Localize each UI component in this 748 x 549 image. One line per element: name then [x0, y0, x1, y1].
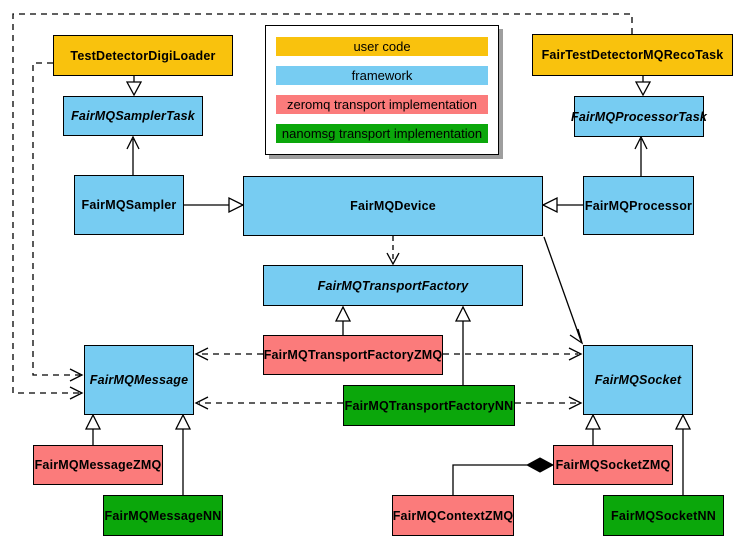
node-fairmqcontextzmq: FairMQContextZMQ	[392, 495, 514, 536]
node-fairmqsocketzmq: FairMQSocketZMQ	[553, 445, 673, 485]
node-label: FairMQSocketNN	[611, 508, 716, 523]
node-label: FairMQTransportFactoryNN	[344, 398, 514, 413]
legend-label: nanomsg transport implementation	[281, 126, 483, 141]
node-label: FairMQSamplerTask	[71, 109, 195, 123]
edge-inheritance-digiloader-samplertask	[125, 76, 143, 97]
legend-label: framework	[351, 68, 413, 83]
edge-association-sampler-samplertask	[126, 135, 140, 175]
node-label: FairMQTransportFactoryZMQ	[263, 348, 443, 362]
edge-dependency-device-transportfactory	[386, 236, 400, 266]
edge-dependency-transportfactorynn-socket	[515, 396, 583, 410]
edge-inheritance-messagezmq-message	[84, 413, 102, 445]
edge-composition-contextzmq-socketzmq	[452, 457, 555, 495]
legend: user code framework zeromq transport imp…	[265, 25, 499, 155]
edge-inheritance-messagenn-message	[174, 413, 192, 495]
node-fairmqsampler: FairMQSampler	[74, 175, 184, 235]
node-label: FairMQMessage	[89, 373, 189, 387]
edge-dependency-recotask-message	[12, 13, 633, 400]
node-testdetectordigiloader: TestDetectorDigiLoader	[53, 35, 233, 76]
edge-dependency-transportfactoryzmq-socket	[443, 347, 583, 361]
node-label: FairMQDevice	[350, 199, 436, 213]
legend-item-zeromq: zeromq transport implementation	[276, 95, 488, 114]
node-fairmqtransportfactoryzmq: FairMQTransportFactoryZMQ	[263, 335, 443, 375]
node-fairmqprocessortask: FairMQProcessorTask	[570, 96, 708, 137]
node-label: FairMQSocketZMQ	[555, 458, 671, 472]
legend-item-framework: framework	[276, 66, 488, 85]
node-label: FairMQProcessor	[584, 198, 693, 213]
node-label: TestDetectorDigiLoader	[70, 48, 216, 63]
node-fairmqsocketnn: FairMQSocketNN	[603, 495, 724, 536]
node-fairmqmessage: FairMQMessage	[84, 345, 194, 415]
edge-dependency-transportfactoryzmq-message	[194, 347, 263, 361]
legend-item-user-code: user code	[276, 37, 488, 56]
node-label: FairMQSampler	[81, 198, 177, 212]
node-label: FairMQMessageZMQ	[34, 458, 162, 472]
edge-dependency-digiloader-message	[32, 62, 84, 382]
node-fairmqsamplertask: FairMQSamplerTask	[63, 96, 203, 136]
node-fairtestdetectormqrecotask: FairTestDetectorMQRecoTask	[532, 34, 733, 76]
edge-inheritance-socketzmq-socket	[584, 413, 602, 445]
edge-inheritance-transportfactoryzmq-transportfactory	[334, 305, 352, 335]
legend-item-nanomsg: nanomsg transport implementation	[276, 124, 488, 143]
node-fairmqmessagezmq: FairMQMessageZMQ	[33, 445, 163, 485]
legend-label: user code	[353, 39, 411, 54]
legend-label: zeromq transport implementation	[286, 97, 478, 112]
node-fairmqprocessor: FairMQProcessor	[583, 176, 694, 235]
edge-inheritance-recotask-processortask	[634, 76, 652, 97]
edge-dependency-transportfactorynn-message	[194, 396, 343, 410]
node-label: FairTestDetectorMQRecoTask	[541, 48, 724, 62]
node-label: FairMQProcessorTask	[570, 109, 708, 124]
edge-association-device-socket	[543, 236, 584, 345]
node-label: FairMQMessageNN	[104, 508, 222, 523]
node-label: FairMQTransportFactory	[317, 278, 469, 293]
edge-association-processor-processortask	[634, 135, 648, 176]
edge-inheritance-socketnn-socket	[674, 413, 692, 495]
node-fairmqsocket: FairMQSocket	[583, 345, 693, 415]
edge-inheritance-sampler-device	[184, 196, 245, 214]
node-fairmqmessagenn: FairMQMessageNN	[103, 495, 223, 536]
edge-inheritance-transportfactorynn-transportfactory	[454, 305, 472, 385]
node-fairmqdevice: FairMQDevice	[243, 176, 543, 236]
node-fairmqtransportfactorynn: FairMQTransportFactoryNN	[343, 385, 515, 426]
node-label: FairMQSocket	[594, 373, 682, 387]
node-label: FairMQContextZMQ	[392, 508, 514, 523]
edge-inheritance-processor-device	[541, 196, 583, 214]
node-fairmqtransportfactory: FairMQTransportFactory	[263, 265, 523, 306]
